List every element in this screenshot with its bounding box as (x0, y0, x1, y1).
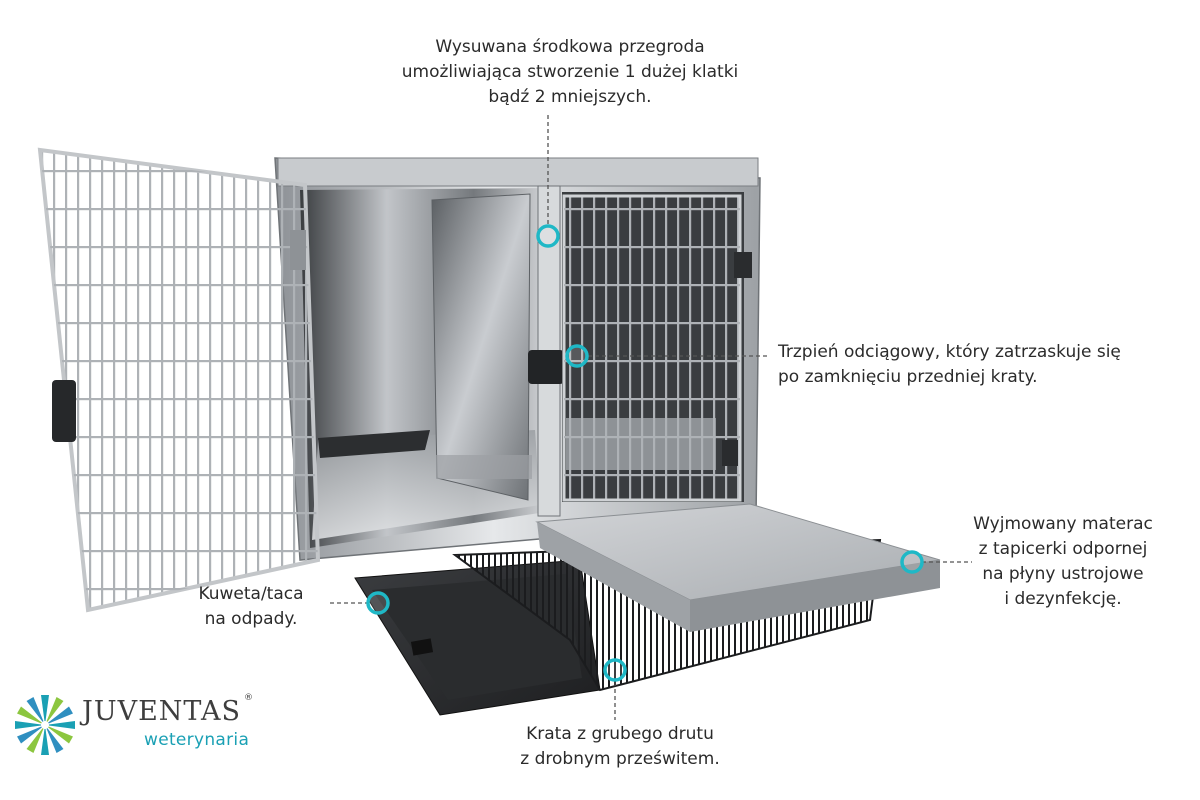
marker-grate (603, 658, 627, 682)
logo-registered-mark: ® (244, 693, 253, 703)
hinge-lower (722, 440, 738, 466)
partition-rail (436, 455, 532, 479)
marker-partition (536, 224, 560, 248)
callout-partition: Wysuwana środkowa przegroda umożliwiając… (330, 35, 810, 110)
marker-mattress (900, 550, 924, 574)
logo-subtitle: weterynaria (144, 730, 250, 750)
latch-knob (528, 350, 564, 384)
floor-bracket (318, 430, 430, 458)
callout-line: Kuweta/taca (198, 584, 304, 604)
callout-latch: Trzpień odciągowy, który zatrzaskuje się… (778, 340, 1121, 390)
marker-tray (366, 591, 390, 615)
door-latch (52, 380, 76, 442)
callout-line: z tapicerki odpornej (978, 539, 1148, 559)
hinge-upper (734, 252, 752, 278)
callout-line: po zamknięciu przedniej kraty. (778, 367, 1038, 387)
mattress-side-left (537, 522, 690, 632)
callout-line: na płyny ustrojowe (982, 564, 1144, 584)
mattress-side-front (690, 560, 940, 632)
callout-line: Krata z grubego drutu (526, 724, 714, 744)
callout-line: Trzpień odciągowy, który zatrzaskuje się (778, 342, 1121, 362)
cage-cabinet (274, 157, 761, 561)
callout-mattress: Wyjmowany materac z tapicerki odpornej n… (948, 512, 1178, 612)
tray-handle (410, 638, 434, 656)
callout-line: umożliwiająca stworzenie 1 dużej klatki (401, 62, 739, 82)
callout-line: z drobnym prześwitem. (520, 749, 720, 769)
callout-line: i dezynfekcję. (1004, 589, 1122, 609)
sliding-partition (431, 193, 531, 501)
logo-name: JUVENTAS (82, 696, 241, 727)
callout-grate: Krata z grubego drutu z drobnym prześwit… (470, 722, 770, 772)
cabinet-top-rail (277, 157, 759, 187)
callout-line: Wysuwana środkowa przegroda (435, 37, 705, 57)
mattress (535, 503, 941, 632)
door-hinge (290, 230, 306, 270)
marker-latch (565, 344, 589, 368)
markers (366, 224, 924, 682)
callout-line: na odpady. (204, 609, 298, 629)
starburst-logo-icon (15, 695, 75, 755)
callout-line: Wyjmowany materac (973, 514, 1153, 534)
callout-tray: Kuweta/taca na odpady. (176, 582, 326, 632)
juventas-logo: JUVENTAS ® weterynaria (12, 690, 262, 760)
leader-lines (330, 115, 972, 720)
callout-line: bądź 2 mniejszych. (488, 87, 652, 107)
front-grille-bars (564, 196, 740, 500)
open-door (37, 147, 321, 613)
door-grille-bars (40, 150, 318, 610)
